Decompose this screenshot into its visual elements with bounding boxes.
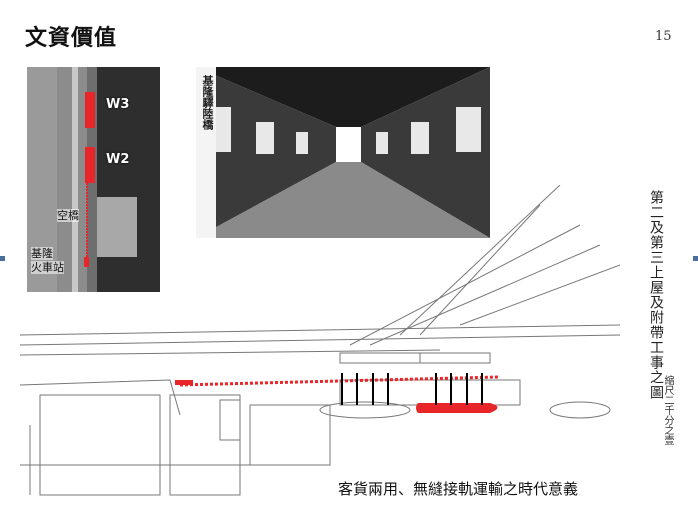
label-w3: W3: [106, 97, 130, 112]
arrow-group: [341, 373, 483, 405]
label-w2: W2: [106, 152, 130, 167]
slide-marker-left: [0, 256, 5, 261]
slide-title: 文資價值: [25, 26, 118, 51]
historic-map: [19, 184, 621, 503]
photo-headline: 基隆驛陸橋: [201, 75, 214, 130]
map-vertical-title: 第二及第三上屋及附帶工事之圖: [648, 190, 664, 400]
aerial-photo: W3 W2 空橋 基隆 火車站: [27, 67, 160, 292]
label-bridge: 空橋: [57, 209, 79, 222]
aerial-image: [27, 67, 160, 292]
label-station-1: 基隆: [31, 247, 53, 260]
map-scale-note: 縮尺二千分之壹: [662, 375, 673, 445]
corridor-image: [196, 67, 490, 238]
historic-bridge-photo: 基隆驛陸橋: [196, 67, 490, 238]
map-drawing: [19, 184, 621, 496]
label-station-2: 火車站: [31, 261, 64, 274]
slide-marker-right: [693, 256, 698, 261]
slide-caption: 客貨兩用、無縫接軌運輸之時代意義: [338, 480, 579, 498]
page-number: 15: [655, 29, 672, 44]
